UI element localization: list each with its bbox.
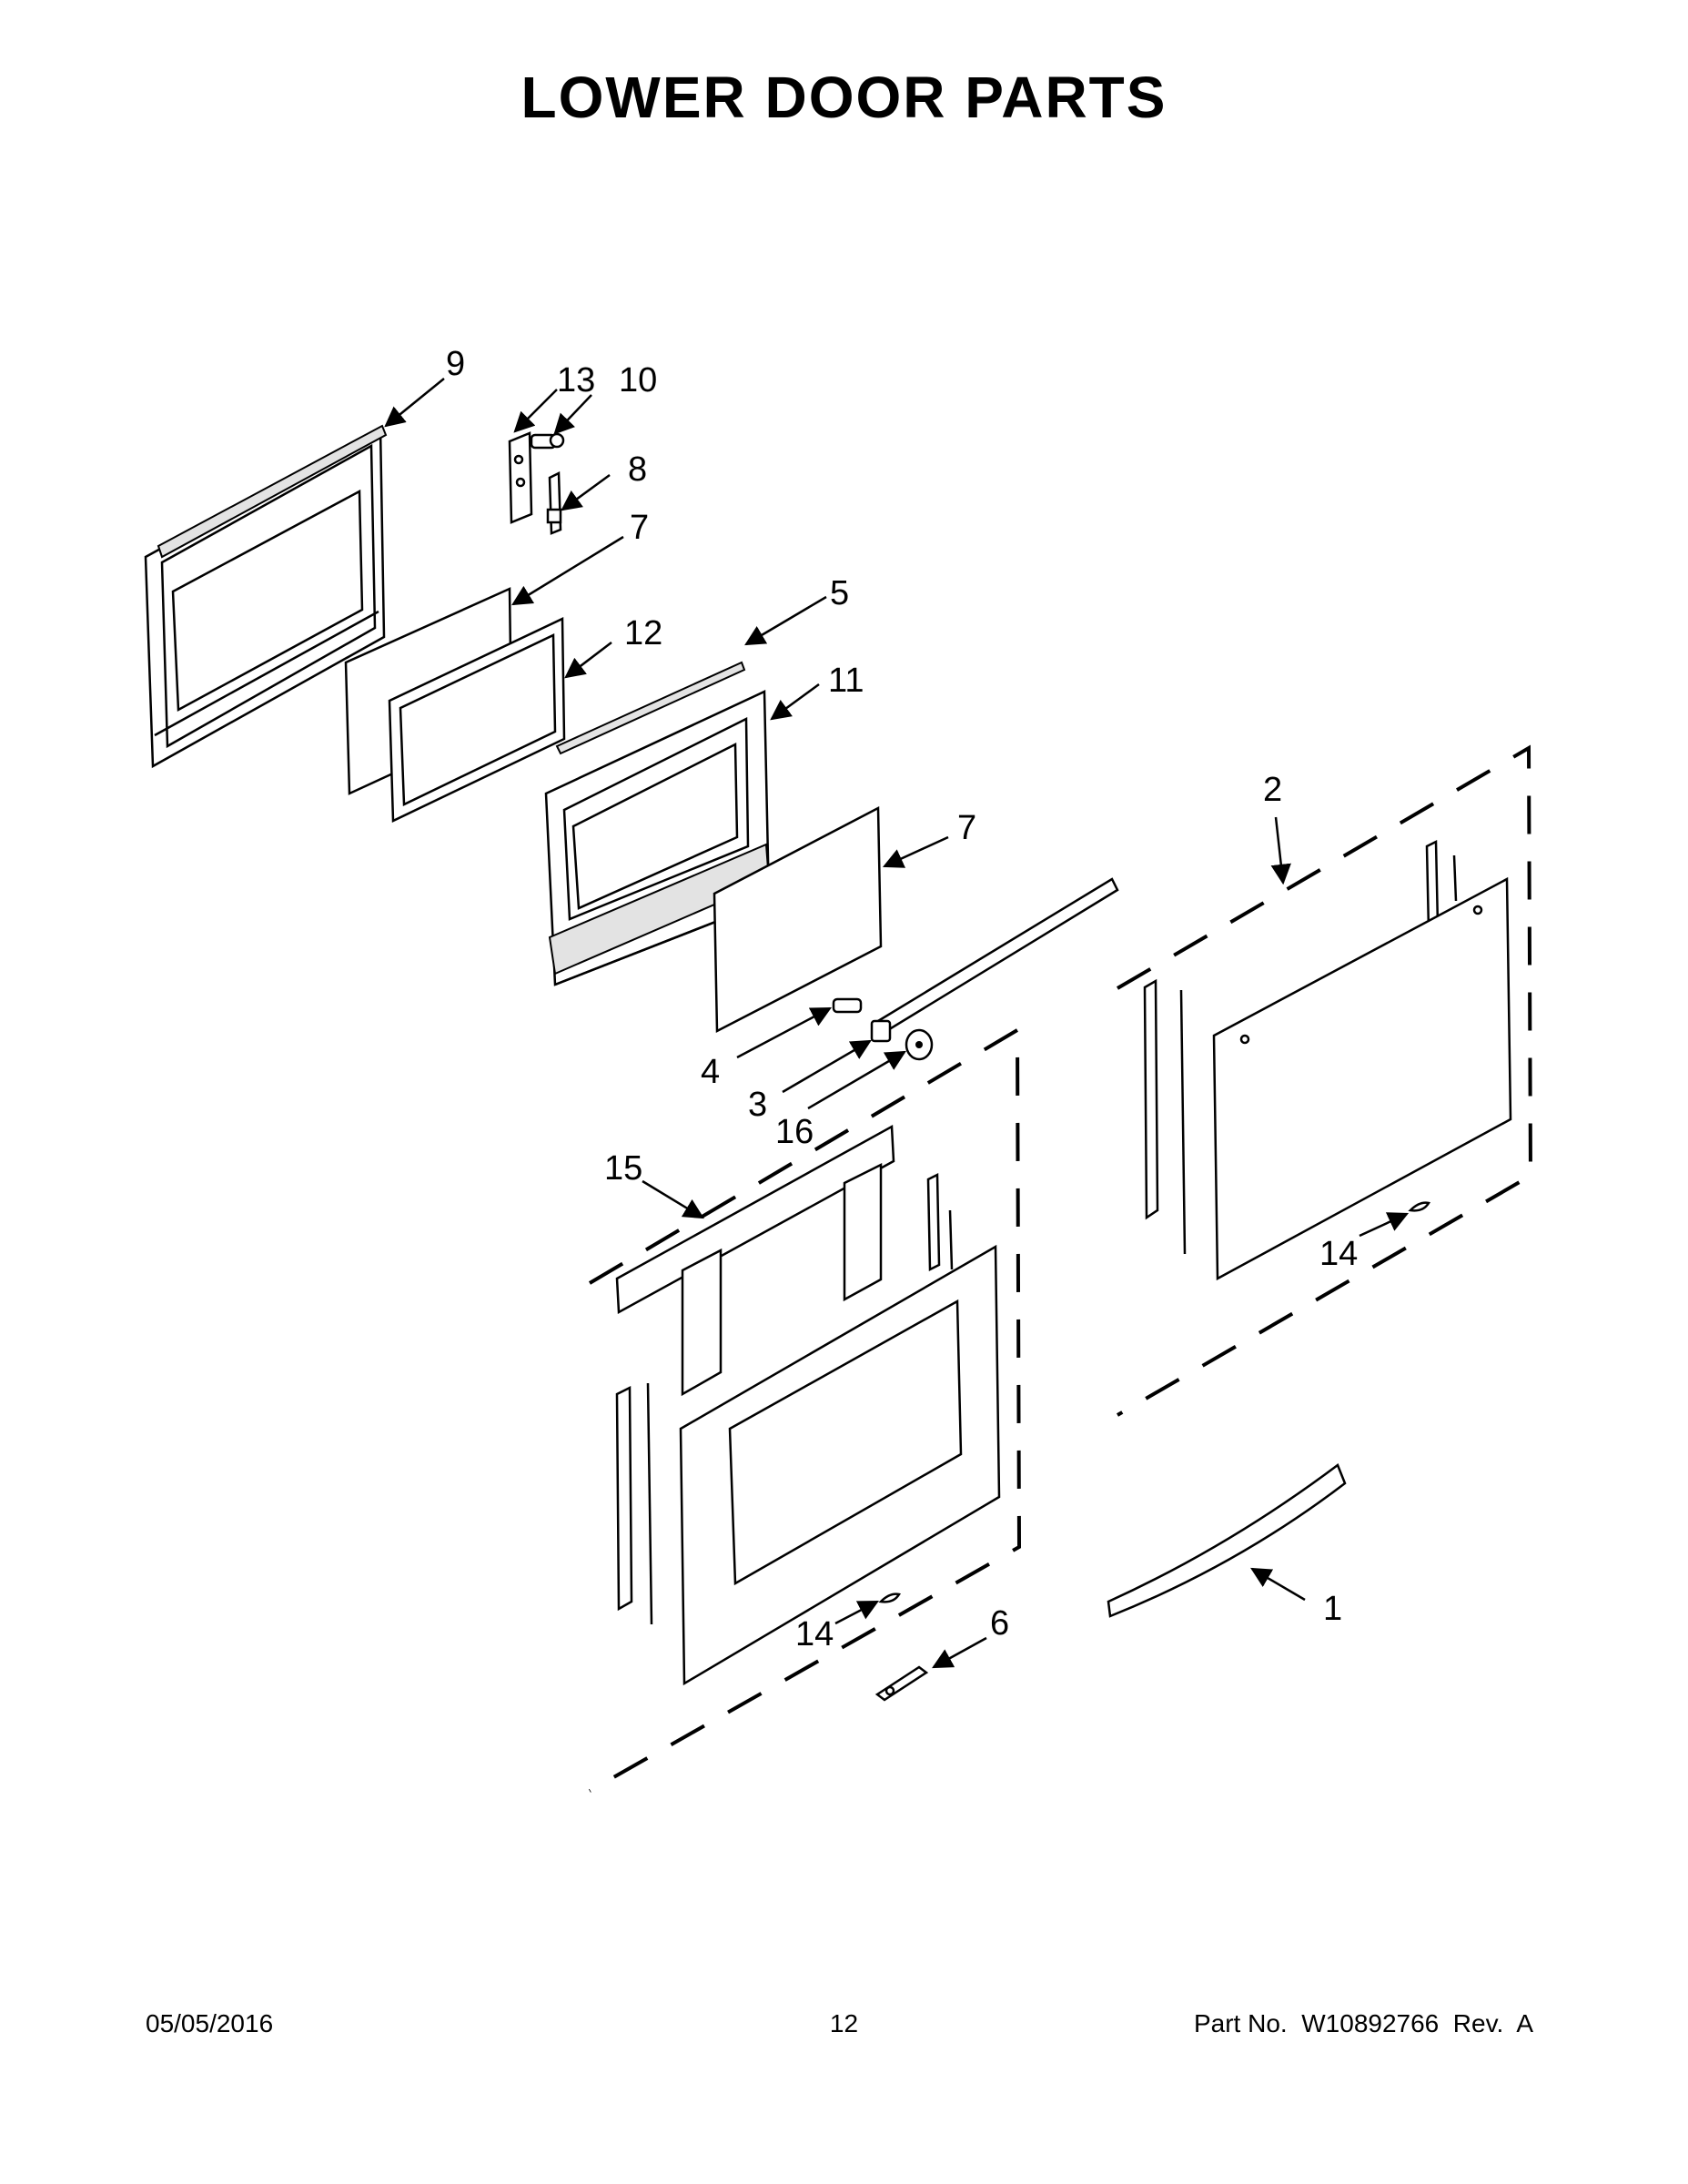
page-title: LOWER DOOR PARTS [521, 65, 1167, 130]
callout-12: 12 [624, 614, 662, 652]
callout-14-lower: 14 [795, 1615, 834, 1653]
footer-part-number: Part No. W10892766 Rev. A [1193, 2009, 1533, 2037]
part-15-top-panel [615, 1124, 895, 1397]
part-10-screw [530, 432, 565, 450]
callout-10: 10 [619, 361, 657, 399]
part-rod [870, 877, 1119, 1043]
callout-15: 15 [604, 1149, 642, 1188]
lower-door-outer-glass [679, 1244, 1001, 1686]
callout-4: 4 [701, 1053, 720, 1091]
callout-labels: 9 13 10 8 7 12 5 11 7 2 4 3 16 15 14 14 … [446, 345, 1358, 1653]
part-4-screw [832, 997, 863, 1014]
right-door-glass [1212, 876, 1512, 1281]
callout-9: 9 [446, 345, 465, 383]
callout-14-right: 14 [1319, 1235, 1358, 1273]
right-door-side-rails [1143, 839, 1458, 1255]
part-12-gasket-frame [388, 617, 566, 823]
part-14-badge-right [1408, 1201, 1430, 1212]
part-1-handle [1107, 1463, 1347, 1618]
callout-7-lower: 7 [957, 809, 976, 847]
callout-6: 6 [990, 1604, 1009, 1643]
callout-11: 11 [828, 662, 864, 700]
part-13-hinge-bracket [508, 431, 533, 524]
callout-16: 16 [775, 1113, 814, 1151]
part-11-door-frame [544, 690, 771, 986]
callout-1: 1 [1323, 1590, 1342, 1628]
callout-5: 5 [830, 574, 849, 612]
part-14-badge-lower [878, 1592, 901, 1603]
part-16-washer [905, 1028, 934, 1061]
callout-3: 3 [748, 1086, 767, 1124]
part-8-latch [546, 471, 562, 535]
footer-page-number: 12 [829, 2009, 859, 2037]
part-6-clip [874, 1665, 929, 1702]
leader-lines [384, 378, 1410, 1669]
part-5-trim-strip [555, 661, 746, 755]
assembly-outline-lower-door [588, 1026, 1022, 1793]
part-7-glass-lower [713, 805, 883, 1034]
part-9-inner-door-panel [144, 424, 388, 769]
lower-door-side-rails [615, 1172, 954, 1625]
assembly-outline-right-door [1116, 744, 1533, 1417]
callout-8: 8 [628, 450, 647, 489]
callout-2: 2 [1263, 771, 1282, 809]
callout-7: 7 [630, 509, 649, 547]
footer-date: 05/05/2016 [146, 2009, 274, 2037]
callout-13: 13 [557, 361, 595, 399]
